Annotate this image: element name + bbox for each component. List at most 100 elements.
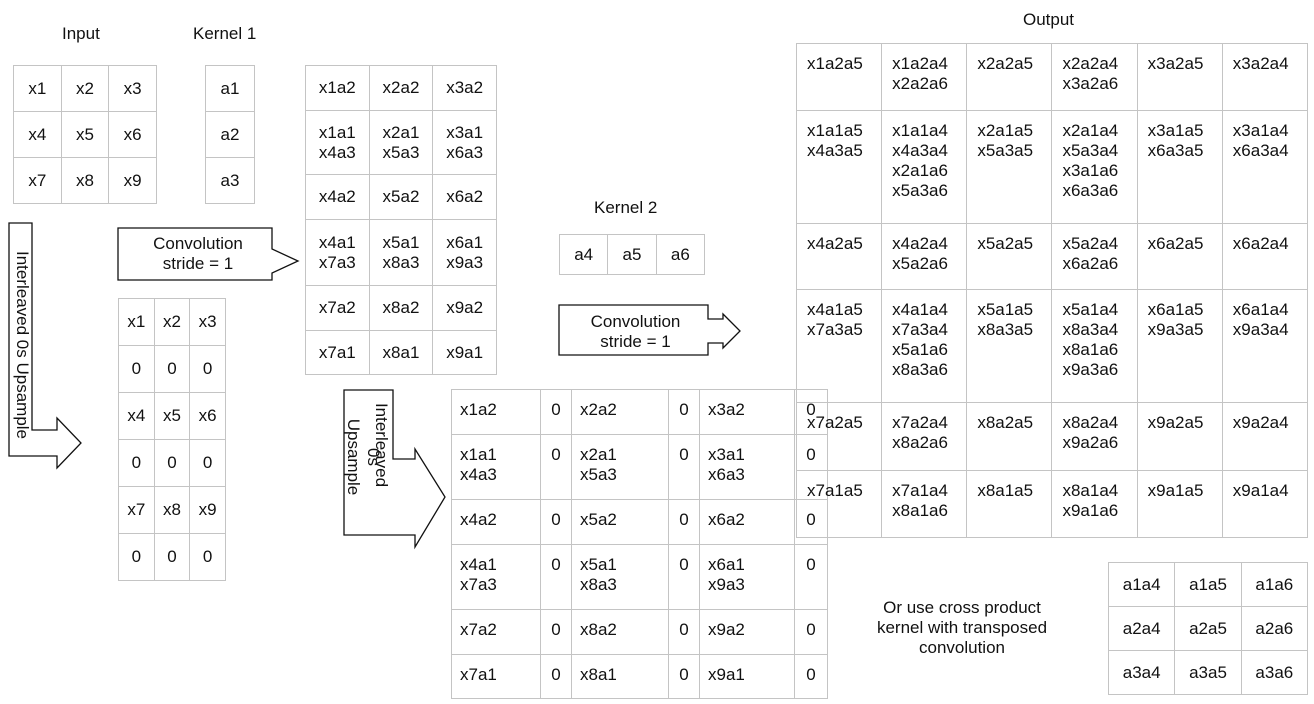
- grid-cell: 0: [668, 389, 700, 435]
- grid-cell: x4a2: [305, 174, 370, 220]
- grid-cell: a2: [205, 111, 255, 158]
- grid-cell: x8a2: [571, 609, 669, 655]
- upsample2-arrow: [343, 389, 446, 550]
- grid-cell: x1a1a5 x4a3a5: [795, 110, 883, 224]
- grid-cell: x4a2: [451, 499, 541, 545]
- grid-cell: 0: [118, 439, 155, 487]
- grid-cell: x9a2: [432, 285, 497, 331]
- grid-cell: 0: [540, 654, 572, 699]
- grid-cell: a3: [205, 157, 255, 204]
- grid-cell: x2: [153, 298, 191, 346]
- grid-cell: x1a2a4 x2a2a6: [881, 43, 968, 111]
- grid-cell: x9a2a5: [1136, 402, 1223, 471]
- grid-cell: x9: [108, 157, 157, 204]
- grid-cell: x5: [153, 392, 191, 440]
- grid-cell: 0: [540, 389, 572, 435]
- grid-cell: x3: [108, 65, 157, 112]
- grid-cell: x6a2: [432, 174, 497, 220]
- grid-cell: a3a4: [1107, 650, 1176, 695]
- grid-cell: a2a4: [1107, 606, 1176, 651]
- grid-cell: x2a2a4 x3a2a6: [1051, 43, 1138, 111]
- grid-cell: x8: [60, 157, 110, 204]
- grid-cell: a5: [607, 234, 657, 275]
- grid-cell: x4a1a4 x7a3a4 x5a1a6 x8a3a6: [881, 289, 968, 403]
- grid-cell: x2: [60, 65, 110, 112]
- grid-cell: x7a2: [305, 285, 370, 331]
- upsample1-arrow: [8, 222, 82, 470]
- grid-cell: x1a2a5: [795, 43, 883, 111]
- grid-cell: x8a2a4 x9a2a6: [1051, 402, 1138, 471]
- grid-cell: x6: [189, 392, 226, 440]
- grid-cell: x7: [13, 157, 62, 204]
- grid-cell: x7a2a4 x8a2a6: [881, 402, 968, 471]
- conv2-arrow: [558, 304, 741, 356]
- grid-cell: x3a2a4: [1221, 43, 1309, 111]
- grid-cell: x6a1a5 x9a3a5: [1136, 289, 1223, 403]
- grid-cell: x6a1 x9a3: [699, 544, 795, 610]
- grid-cell: x8a1a5: [966, 470, 1053, 538]
- grid-cell: 0: [540, 434, 572, 500]
- grid-cell: 0: [540, 499, 572, 545]
- grid-cell: x5a2a4 x6a2a6: [1051, 223, 1138, 290]
- grid-cell: x3a1 x6a3: [699, 434, 795, 500]
- grid-cell: x5a1a5 x8a3a5: [966, 289, 1053, 403]
- grid-cell: x4a1 x7a3: [305, 219, 370, 286]
- grid-cell: x8a2a5: [966, 402, 1053, 471]
- grid-cell: 0: [153, 345, 191, 393]
- grid-cell: x7a1a4 x8a1a6: [881, 470, 968, 538]
- grid-cell: a1: [205, 65, 255, 112]
- grid-cell: 0: [153, 533, 191, 581]
- grid-cell: x5a2: [571, 499, 669, 545]
- grid-cell: x9a1a5: [1136, 470, 1223, 538]
- input-label: Input: [62, 24, 100, 43]
- grid-cell: a2a6: [1240, 606, 1309, 651]
- grid-cell: x2a1 x5a3: [571, 434, 669, 500]
- grid-cell: x8a1a4 x9a1a6: [1051, 470, 1138, 538]
- grid-cell: x9a1: [699, 654, 795, 699]
- grid-cell: x9a1: [432, 330, 497, 375]
- table-row: a1: [205, 65, 255, 112]
- grid-cell: 0: [153, 439, 191, 487]
- grid-cell: x4a2a4 x5a2a6: [881, 223, 968, 290]
- grid-cell: x6a2a5: [1136, 223, 1223, 290]
- grid-cell: x6: [108, 111, 157, 158]
- cross-note: Or use cross product kernel with transpo…: [876, 598, 1048, 657]
- grid-cell: x4a1 x7a3: [451, 544, 541, 610]
- grid-cell: x9a2a4: [1221, 402, 1309, 471]
- grid-cell: 0: [668, 609, 700, 655]
- grid-cell: x3: [189, 298, 226, 346]
- grid-cell: x4a2a5: [795, 223, 883, 290]
- grid-cell: x6a1a4 x9a3a4: [1221, 289, 1309, 403]
- grid-cell: x7a2a5: [795, 402, 883, 471]
- grid-cell: x3a2: [432, 65, 497, 111]
- conv2-arrow-label: Convolution stride = 1: [590, 312, 681, 351]
- grid-cell: x7a1a5: [795, 470, 883, 538]
- grid-cell: x1a2: [305, 65, 370, 111]
- grid-cell: x2a1a5 x5a3a5: [966, 110, 1053, 224]
- grid-cell: 0: [794, 654, 828, 699]
- grid-cell: a6: [655, 234, 706, 275]
